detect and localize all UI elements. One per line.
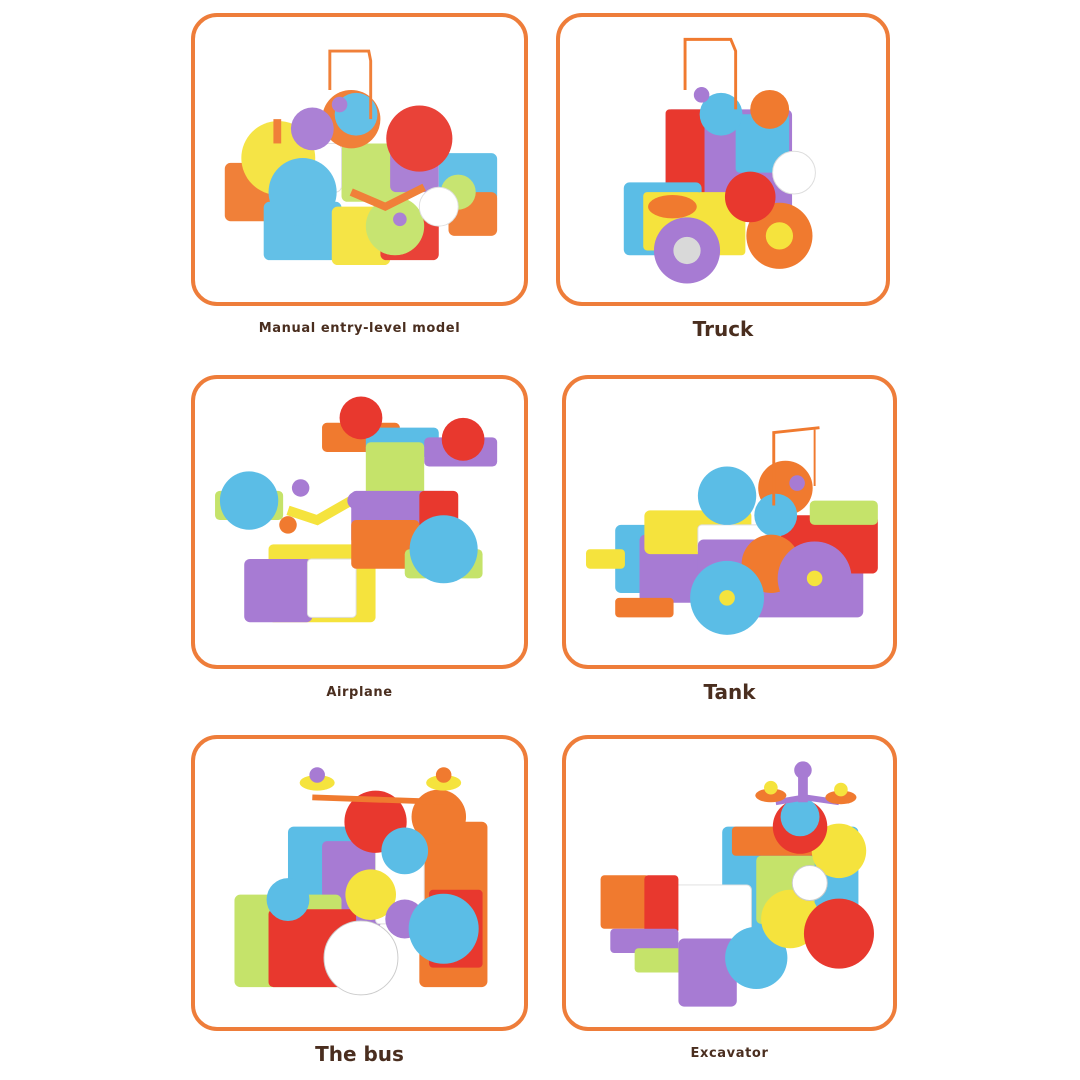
model-label-excavator: Excavator — [690, 1046, 769, 1061]
model-card-tank[interactable] — [562, 375, 897, 669]
model-label-tank: Tank — [703, 680, 756, 704]
gear-toy-tank-image — [586, 426, 878, 635]
model-card-airplane[interactable] — [191, 375, 528, 669]
model-card-manual[interactable] — [191, 13, 528, 306]
model-card-bus[interactable] — [191, 735, 528, 1031]
model-label-truck: Truck — [692, 317, 754, 341]
gear-toy-truck-image — [623, 37, 816, 284]
gear-toy-airplane-image — [215, 396, 498, 623]
gear-toy-excavator-image — [600, 761, 874, 1007]
model-card-truck[interactable] — [556, 13, 890, 306]
model-card-excavator[interactable] — [562, 735, 897, 1031]
model-label-manual: Manual entry-level model — [258, 321, 461, 336]
model-label-airplane: Airplane — [326, 685, 393, 700]
model-label-bus: The bus — [315, 1042, 404, 1066]
gear-toy-bus-image — [234, 767, 488, 996]
gear-toy-flat-layout-image — [224, 49, 498, 266]
